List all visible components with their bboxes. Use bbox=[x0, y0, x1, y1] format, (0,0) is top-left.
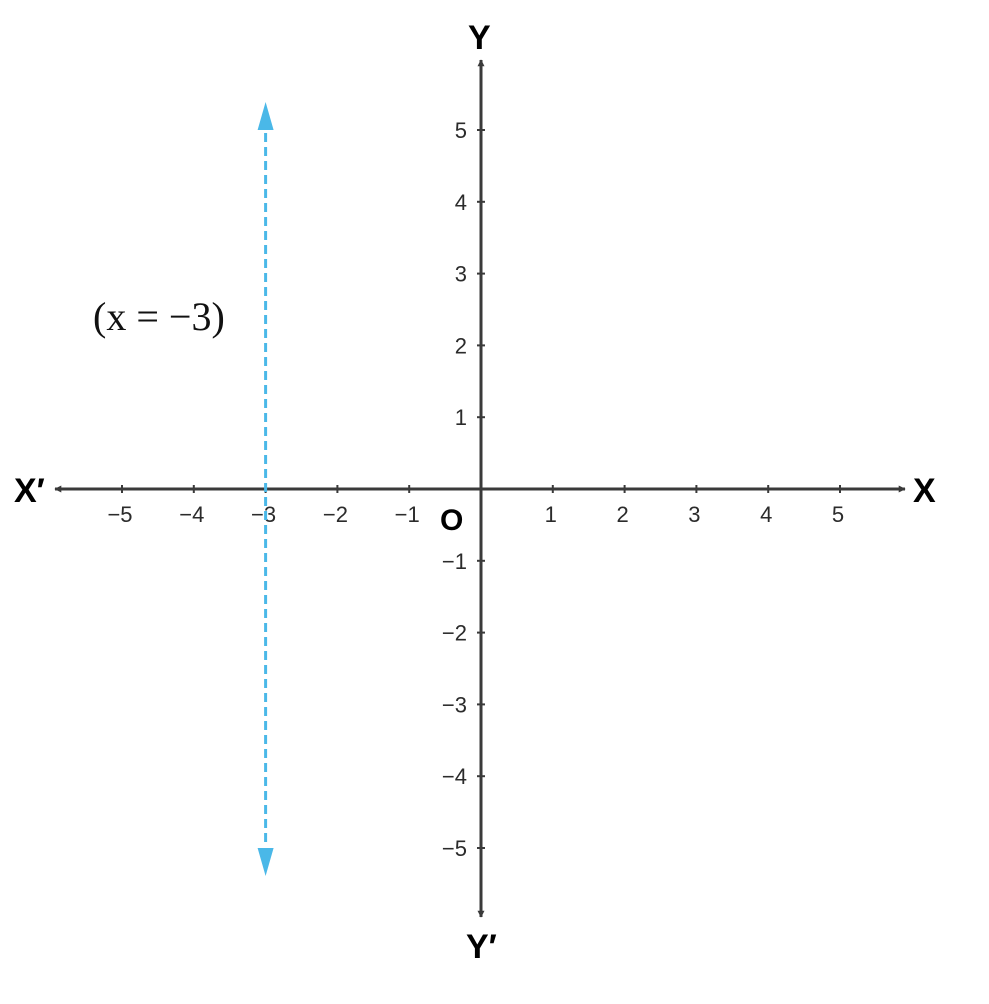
y-axis-ticks: −5 −4 −3 −2 −1 1 2 3 4 5 bbox=[442, 118, 485, 861]
series-label: (x = −3) bbox=[93, 294, 225, 339]
x-tick-label: 5 bbox=[832, 502, 844, 527]
series-arrow-down bbox=[257, 848, 274, 876]
y-tick-label: −4 bbox=[442, 764, 467, 789]
x-axis-positive-label: X bbox=[913, 472, 936, 510]
origin-label: O bbox=[440, 504, 463, 537]
x-tick-label: −2 bbox=[323, 502, 348, 527]
x-tick-label: 4 bbox=[760, 502, 772, 527]
series-arrow-up bbox=[257, 102, 274, 130]
x-tick-label: 3 bbox=[688, 502, 700, 527]
x-tick-label: 1 bbox=[545, 502, 557, 527]
x-tick-label: −1 bbox=[395, 502, 420, 527]
axes bbox=[54, 59, 906, 918]
y-axis-positive-label: Y bbox=[468, 19, 491, 57]
y-tick-label: 2 bbox=[455, 333, 467, 358]
y-tick-label: −5 bbox=[442, 836, 467, 861]
x-tick-label: −5 bbox=[107, 502, 132, 527]
x-tick-label: 2 bbox=[616, 502, 628, 527]
series-layer: (x = −3) bbox=[93, 102, 274, 876]
x-tick-label: −4 bbox=[179, 502, 204, 527]
y-tick-label: −2 bbox=[442, 621, 467, 646]
y-tick-label: 1 bbox=[455, 405, 467, 430]
x-axis-negative-label: X′ bbox=[14, 472, 45, 510]
y-tick-label: 5 bbox=[455, 118, 467, 143]
y-tick-label: 3 bbox=[455, 262, 467, 287]
y-tick-label: −1 bbox=[442, 549, 467, 574]
y-tick-label: −3 bbox=[442, 692, 467, 717]
x-axis-ticks: −5 −4 −3 −2 −1 1 2 3 4 5 bbox=[107, 485, 844, 527]
y-axis-negative-label: Y′ bbox=[466, 928, 497, 966]
x-tick-label: −3 bbox=[251, 502, 276, 527]
y-tick-label: 4 bbox=[455, 190, 467, 215]
